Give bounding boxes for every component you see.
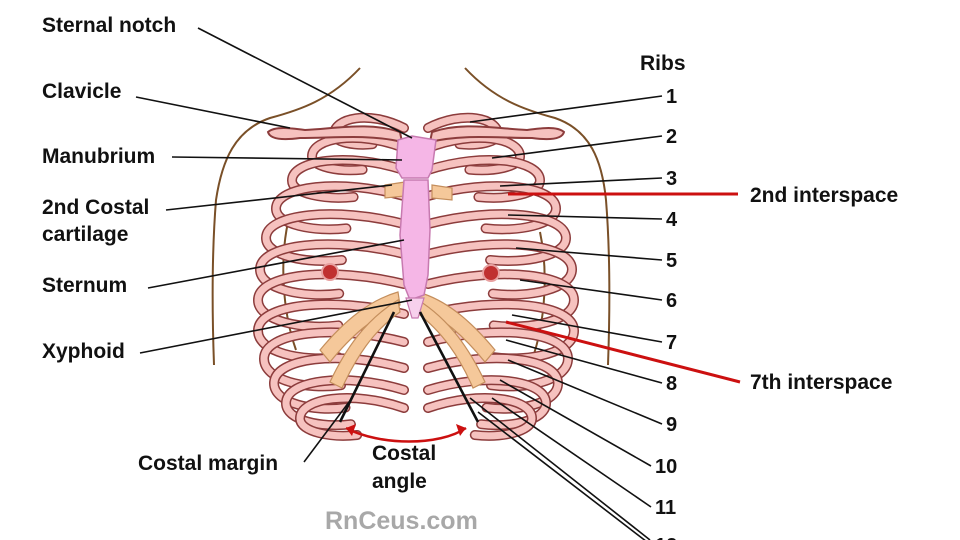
costal-cartilages [319, 181, 496, 389]
label-clavicle: Clavicle [42, 80, 121, 103]
rib-3-right-fill [424, 156, 544, 202]
rib-number-5: 5 [666, 250, 677, 272]
rib-leader-lines [469, 95, 663, 540]
rib-leader-3 [499, 177, 663, 187]
rib-leader-9 [507, 359, 663, 425]
rib-number-9: 9 [666, 414, 677, 436]
rib-leader-8 [505, 339, 663, 384]
label-manubrium: Manubrium [42, 145, 155, 168]
rib-leader-2 [491, 135, 663, 159]
rib-12-left-fill [296, 394, 408, 440]
label-costal-cartilage-line1: 2nd Costal [42, 196, 149, 219]
rib-number-8: 8 [666, 373, 677, 395]
rib-leader-5 [515, 247, 663, 261]
rib-12-right-fill [424, 394, 536, 440]
rib-5-left-fill [262, 210, 408, 265]
label-sternal-notch: Sternal notch [42, 14, 176, 37]
rib-leader-10 [499, 379, 652, 467]
rib-leader-12 [477, 411, 646, 540]
rib-11-left-fill [282, 376, 408, 429]
label-costal-margin: Costal margin [138, 452, 278, 475]
label-costal-cartilage-line2: cartilage [42, 223, 128, 246]
left-leader-lines [135, 27, 651, 540]
rib-number-10: 10 [655, 456, 677, 478]
rib-leader-4 [507, 214, 663, 220]
rib-5-right-fill [424, 210, 570, 265]
label-costal-angle-line2: angle [372, 470, 427, 493]
interspace-lines [505, 192, 741, 384]
rib-number-12: 12 [655, 535, 677, 540]
nipple-markers [321, 263, 500, 282]
rib-7-left-fill [254, 270, 408, 331]
rib-6-right-fill [424, 240, 576, 299]
clavicles [266, 125, 566, 144]
rib-number-labels: 123456789101112 [655, 86, 678, 540]
rib-number-4: 4 [666, 209, 678, 231]
rib-number-1: 1 [666, 86, 677, 108]
rib-4-left-fill [272, 182, 408, 233]
label-costal-angle-line1: Costal [372, 442, 436, 465]
rib-number-2: 2 [666, 126, 677, 148]
watermark: RnCeus.com [325, 507, 478, 535]
costal-margin-lines [338, 311, 480, 423]
label-sternum: Sternum [42, 274, 127, 297]
rib-number-6: 6 [666, 290, 677, 312]
rib-leader-11 [491, 397, 652, 508]
rib-2-left-fill [308, 134, 408, 174]
label-second-interspace: 2nd interspace [750, 184, 898, 207]
label-xyphoid: Xyphoid [42, 340, 125, 363]
rib-number-11: 11 [655, 497, 676, 519]
rib-leader-7 [511, 314, 663, 343]
rib-4-right-fill [424, 182, 560, 233]
sternum [395, 135, 437, 319]
label-seventh-interspace: 7th interspace [750, 371, 892, 394]
rib-number-3: 3 [666, 168, 677, 190]
rib-leader-6 [519, 279, 663, 301]
label-ribs-header: Ribs [640, 52, 686, 75]
rib-number-7: 7 [666, 332, 677, 354]
rib-leader-1 [469, 95, 663, 123]
costal-angle-arc [345, 424, 467, 443]
rib-3-left-fill [288, 156, 408, 202]
